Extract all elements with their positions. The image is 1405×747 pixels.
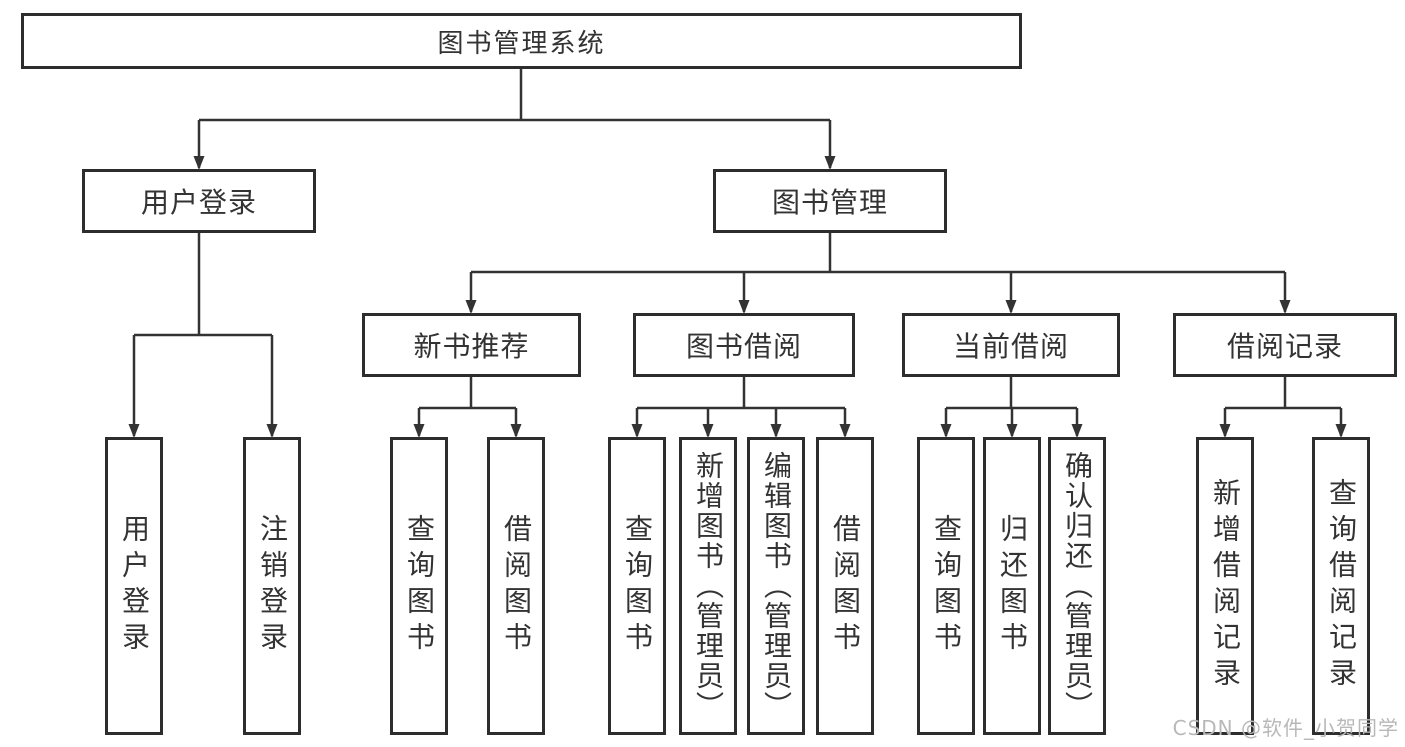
leaf-add-books-admin: 新增图书（管理员）	[679, 437, 737, 735]
leaf-borrow-books-2-label: 借阅图书	[829, 514, 862, 658]
node-root-system: 图书管理系统	[21, 13, 1022, 69]
leaf-logout-label: 注销登录	[256, 514, 289, 658]
node-borrowing-records-label: 借阅记录	[1226, 330, 1343, 363]
leaf-query-books-2-label: 查询图书	[621, 514, 654, 658]
connector-borrow-record-rail	[1225, 377, 1341, 410]
connector-current-borrow-rail	[946, 377, 1077, 410]
leaf-query-books-3-label: 查询图书	[930, 514, 963, 658]
leaf-query-borrow-record: 查询借阅记录	[1312, 437, 1370, 735]
leaf-borrow-books-2: 借阅图书	[816, 437, 874, 735]
leaf-add-borrow-record-label: 新增借阅记录	[1209, 478, 1242, 694]
leaf-query-books-3: 查询图书	[917, 437, 975, 735]
node-book-borrowing-label: 图书借阅	[685, 330, 802, 363]
node-user-login-label: 用户登录	[140, 186, 257, 219]
node-new-book-recommend-label: 新书推荐	[413, 330, 530, 363]
leaf-query-books-1: 查询图书	[390, 437, 448, 735]
connector-user-login-rail	[134, 232, 272, 337]
leaf-borrow-books-1: 借阅图书	[487, 437, 545, 735]
leaf-query-books-2: 查询图书	[608, 437, 666, 735]
node-root-system-label: 图书管理系统	[437, 28, 606, 59]
connector-book-borrow-rail	[637, 377, 845, 410]
connector-root-rail	[199, 68, 830, 122]
leaf-add-borrow-record: 新增借阅记录	[1196, 437, 1254, 735]
connector-book-manage-rail	[471, 233, 1285, 274]
node-book-manage: 图书管理	[713, 169, 947, 233]
node-borrowing-records: 借阅记录	[1173, 313, 1397, 377]
leaf-borrow-books-1-label: 借阅图书	[500, 514, 533, 658]
leaf-user-login-label: 用户登录	[118, 514, 151, 658]
leaf-return-books-label: 归还图书	[996, 514, 1029, 658]
leaf-edit-books-admin: 编辑图书（管理员）	[747, 437, 805, 735]
leaf-logout: 注销登录	[243, 437, 301, 735]
leaf-return-books: 归还图书	[983, 437, 1041, 735]
node-book-manage-label: 图书管理	[771, 186, 888, 219]
connector-new-book-rail	[419, 377, 516, 410]
node-new-book-recommend: 新书推荐	[362, 313, 581, 377]
leaf-edit-books-admin-label: 编辑图书（管理员）	[760, 451, 793, 721]
leaf-user-login: 用户登录	[105, 437, 163, 735]
leaf-add-books-admin-label: 新增图书（管理员）	[692, 451, 725, 721]
leaf-query-borrow-record-label: 查询借阅记录	[1325, 478, 1358, 694]
node-book-borrowing: 图书借阅	[633, 313, 855, 377]
node-user-login: 用户登录	[82, 169, 316, 233]
leaf-confirm-return-admin-label: 确认归还（管理员）	[1061, 451, 1094, 721]
csdn-watermark: CSDN @软件_小贺同学	[1172, 716, 1399, 740]
node-current-borrowing: 当前借阅	[902, 313, 1120, 377]
leaf-confirm-return-admin: 确认归还（管理员）	[1048, 437, 1106, 735]
leaf-query-books-1-label: 查询图书	[403, 514, 436, 658]
node-current-borrowing-label: 当前借阅	[952, 330, 1069, 363]
